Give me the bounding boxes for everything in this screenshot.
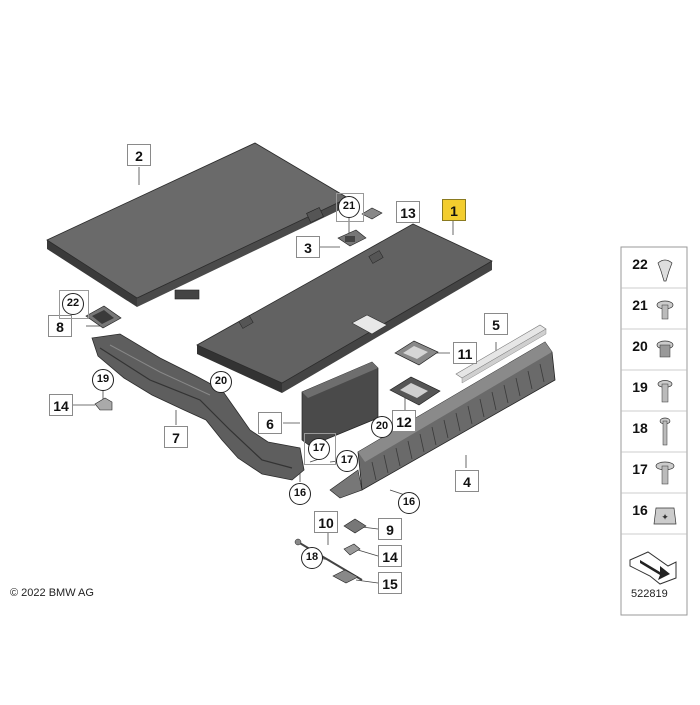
- part-label-15[interactable]: 15: [378, 572, 402, 594]
- fastener-number[interactable]: 16: [632, 502, 648, 518]
- screw-icon: [656, 300, 674, 320]
- cover-cap-part: [361, 207, 383, 220]
- part-label-14-lower[interactable]: 14: [378, 545, 402, 567]
- clip-nut-icon: ✦: [653, 507, 677, 525]
- fastener-callout-16-right[interactable]: 16: [398, 492, 420, 514]
- part-label-7[interactable]: 7: [164, 426, 188, 448]
- cover-frame-part: [394, 340, 439, 366]
- floor-panel-front-part: [196, 223, 493, 393]
- diagram-number: 522819: [631, 588, 668, 600]
- fastener-callout-16-left[interactable]: 16: [289, 483, 311, 505]
- latch-part: [343, 518, 367, 534]
- fastener-number[interactable]: 18: [632, 420, 648, 436]
- part-label-13[interactable]: 13: [396, 201, 420, 223]
- hinge-part: [337, 229, 367, 247]
- fastener-callout-22[interactable]: 22: [62, 293, 84, 315]
- part-label-2[interactable]: 2: [127, 144, 151, 166]
- callout-box: [304, 433, 336, 465]
- callout-box: [336, 193, 364, 222]
- fastener-callout-18[interactable]: 18: [301, 547, 323, 569]
- part-label-1-selected[interactable]: 1: [442, 199, 466, 221]
- cover-handle-part: [389, 376, 441, 406]
- support-rail-part: [91, 333, 305, 481]
- part-label-11[interactable]: 11: [453, 342, 477, 364]
- svg-text:✦: ✦: [661, 513, 669, 523]
- bolt-icon: [657, 380, 673, 403]
- fastener-callout-21[interactable]: 21: [338, 196, 360, 218]
- long-screw-icon: [659, 417, 671, 446]
- floor-panel-rear-part: [46, 142, 349, 307]
- part-label-9[interactable]: 9: [378, 518, 402, 540]
- fastener-callout-20-lower[interactable]: 20: [371, 416, 393, 438]
- callout-box: [59, 290, 89, 319]
- part-label-3[interactable]: 3: [296, 236, 320, 258]
- fastener-callout-17-right[interactable]: 17: [336, 450, 358, 472]
- bracket-cover-part: [85, 305, 122, 329]
- mounting-bracket-part: [94, 397, 113, 411]
- fastener-callout-20-upper[interactable]: 20: [210, 371, 232, 393]
- part-label-10[interactable]: 10: [314, 511, 338, 533]
- rivet-icon: [656, 340, 674, 358]
- part-label-14-upper[interactable]: 14: [49, 394, 73, 416]
- part-label-8[interactable]: 8: [48, 315, 72, 337]
- part-label-4[interactable]: 4: [455, 470, 479, 492]
- loading-sill-part: [329, 341, 556, 499]
- fastener-callout-17-left[interactable]: 17: [308, 438, 330, 460]
- fastener-number[interactable]: 20: [632, 338, 648, 354]
- direction-arrow-icon: [629, 551, 677, 585]
- bracket-lower-part: [332, 569, 359, 584]
- part-label-6[interactable]: 6: [258, 412, 282, 434]
- fastener-number[interactable]: 19: [632, 379, 648, 395]
- fastener-panel: ✦: [620, 246, 688, 616]
- fastener-number[interactable]: 22: [632, 256, 648, 272]
- fastener-number[interactable]: 17: [632, 461, 648, 477]
- part-label-12[interactable]: 12: [392, 410, 416, 432]
- trim-strip-part: [455, 324, 547, 384]
- fastener-number[interactable]: 21: [632, 297, 648, 313]
- washer-screw-icon: [655, 461, 675, 485]
- push-clip-icon: [657, 259, 673, 282]
- copyright-text: © 2022 BMW AG: [10, 587, 94, 599]
- fastener-callout-19[interactable]: 19: [92, 369, 114, 391]
- part-label-5[interactable]: 5: [484, 313, 508, 335]
- clip-part: [343, 543, 361, 556]
